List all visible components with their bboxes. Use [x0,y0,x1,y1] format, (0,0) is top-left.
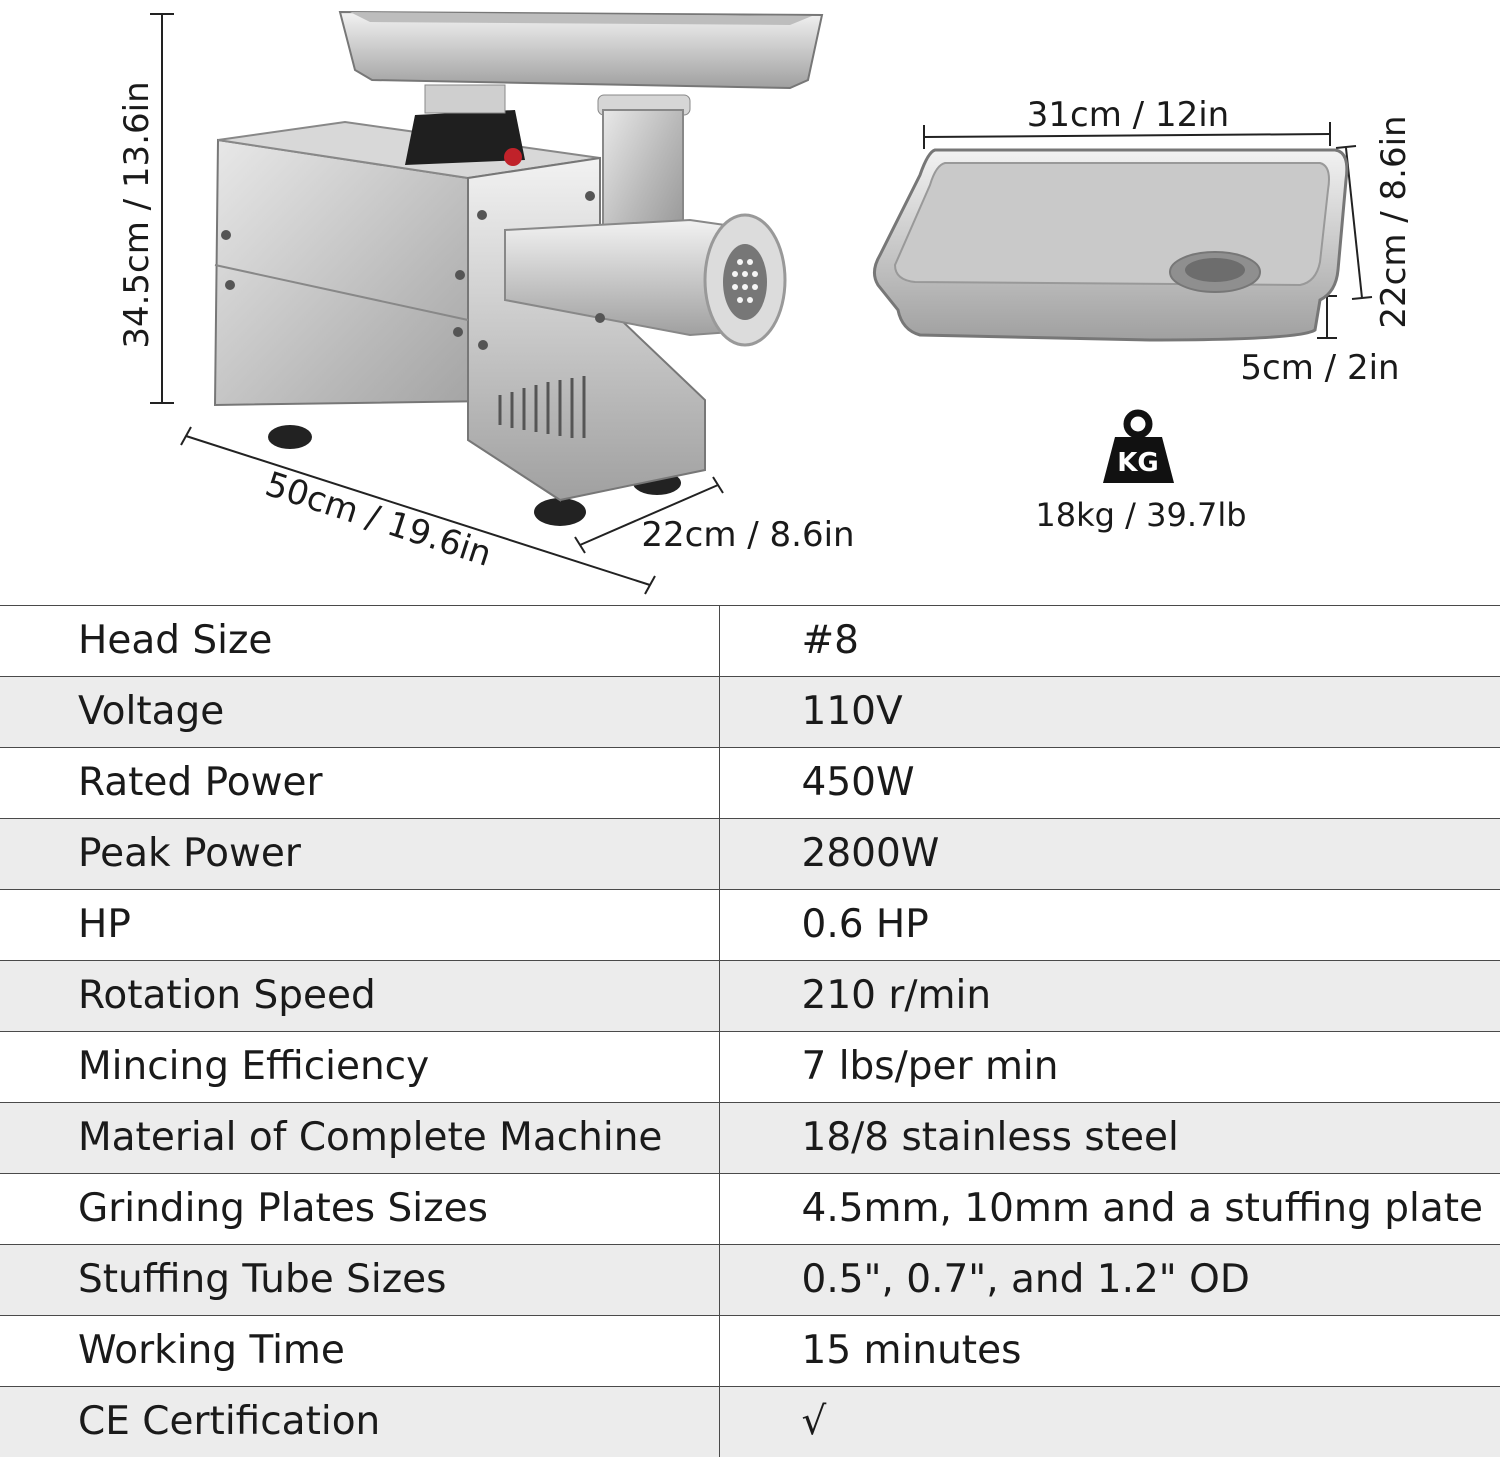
spec-row: CE Certification√ [0,1387,1500,1457]
meat-grinder-image [215,12,822,526]
spec-value: 7 lbs/per min [719,1032,1500,1103]
spec-label: Rated Power [0,748,719,819]
spec-label: Stuffing Tube Sizes [0,1245,719,1316]
weight-label: 18kg / 39.7lb [1035,496,1246,534]
hopper-tray-image [874,150,1346,340]
spec-label: Working Time [0,1316,719,1387]
spec-row: Head Size#8 [0,606,1500,677]
product-dimension-illustration: KG 34.5cm / 13.6in 50cm / 19.6in 22cm / … [0,0,1500,605]
spec-value: 15 minutes [719,1316,1500,1387]
spec-value: 0.6 HP [719,890,1500,961]
spec-value: 2800W [719,819,1500,890]
spec-value: √ [719,1387,1500,1457]
spec-label: Head Size [0,606,719,677]
spec-label: HP [0,890,719,961]
spec-label: Peak Power [0,819,719,890]
machine-height-label: 34.5cm / 13.6in [117,81,157,348]
tray-length-label: 31cm / 12in [1027,95,1229,135]
machine-length-label: 50cm / 19.6in [261,464,497,575]
spec-value: 18/8 stainless steel [719,1103,1500,1174]
spec-label: Material of Complete Machine [0,1103,719,1174]
tray-width-label: 22cm / 8.6in [1374,115,1414,328]
spec-label: Rotation Speed [0,961,719,1032]
spec-label: CE Certification [0,1387,719,1457]
spec-value: 450W [719,748,1500,819]
weight-icon-label: KG [1117,448,1159,478]
spec-value: #8 [719,606,1500,677]
spec-label: Grinding Plates Sizes [0,1174,719,1245]
tray-depth-label: 5cm / 2in [1240,348,1399,388]
spec-value: 110V [719,677,1500,748]
spec-label: Mincing Efficiency [0,1032,719,1103]
spec-value: 0.5", 0.7", and 1.2" OD [719,1245,1500,1316]
spec-value: 4.5mm, 10mm and a stuffing plate [719,1174,1500,1245]
weight-icon: KG [1103,413,1174,483]
machine-width-label: 22cm / 8.6in [641,515,854,555]
spec-label: Voltage [0,677,719,748]
spec-value: 210 r/min [719,961,1500,1032]
